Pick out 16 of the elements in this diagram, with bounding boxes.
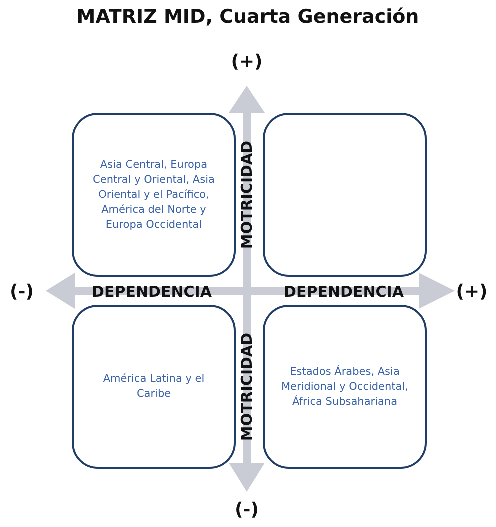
quadrant-box [72, 113, 236, 277]
axis-label: DEPENDENCIA [284, 283, 404, 301]
axis-end-label: (-) [10, 282, 34, 302]
quadrant-text: América Latina y el Caribe [102, 372, 206, 402]
axis-label: MOTRICIDAD [238, 332, 256, 442]
quadrant-box [263, 305, 427, 469]
quadrant-text: Asia Central, Europa Central y Oriental, Asia Oriental y el Pacífico, América del Norte y Europa Occidental [92, 158, 216, 232]
quadrant-box [72, 305, 236, 469]
axis-end-label: (+) [231, 52, 263, 72]
axis-label: DEPENDENCIA [92, 283, 212, 301]
title: MATRIZ MID, Cuarta Generación [76, 6, 420, 28]
quadrant-text: Estados Árabes, Asia Meridional y Occidental, África Subsahariana [281, 364, 409, 410]
rounded-box [263, 113, 427, 277]
axis-end-label: (-) [235, 500, 259, 520]
axis-end-label: (+) [456, 282, 488, 302]
axis-label: MOTRICIDAD [238, 140, 256, 250]
